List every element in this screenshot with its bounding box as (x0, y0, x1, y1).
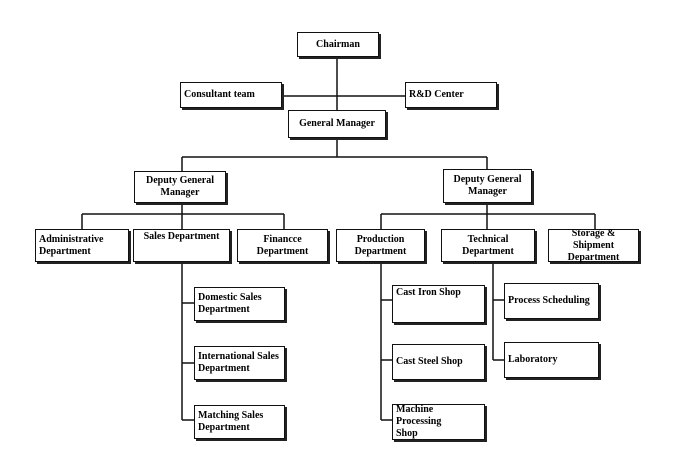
deputy-general-manager-left-label: Deputy General Manager (145, 175, 215, 198)
cast-iron-shop-box: Cast Iron Shop (392, 285, 485, 323)
deputy-general-manager-left-box: Deputy General Manager (134, 171, 226, 203)
sales-department-box: Sales Department (133, 229, 230, 262)
finance-department-label: Financce Department (256, 233, 309, 257)
consultant-team-box: Consultant team (180, 82, 282, 108)
process-scheduling-box: Process Scheduling (504, 283, 599, 319)
storage-shipment-department-label: Storage & Shipment Department (567, 227, 620, 263)
administrative-department-label: Administrative Department (39, 233, 104, 257)
deputy-general-manager-right-label: Deputy General Manager (453, 174, 522, 197)
matching-sales-department-box: Matching Sales Department (194, 405, 285, 439)
international-sales-department-label: International Sales Department (198, 351, 279, 374)
matching-sales-department-label: Matching Sales Department (198, 410, 264, 433)
administrative-department-box: Administrative Department (35, 229, 129, 262)
domestic-sales-department-label: Domestic Sales Department (198, 292, 262, 315)
laboratory-box: Laboratory (504, 342, 599, 378)
production-department-box: Production Department (336, 229, 425, 262)
general-manager-label: General Manager (299, 118, 375, 129)
consultant-team-label: Consultant team (184, 89, 255, 100)
general-manager-box: General Manager (288, 110, 386, 138)
cast-iron-shop-label: Cast Iron Shop (396, 287, 461, 298)
cast-steel-shop-box: Cast Steel Shop (392, 344, 485, 380)
chairman-label: Chairman (316, 38, 360, 50)
cast-steel-shop-label: Cast Steel Shop (396, 356, 463, 367)
finance-department-box: Financce Department (237, 229, 328, 262)
storage-shipment-department-box: Storage & Shipment Department (548, 227, 639, 263)
laboratory-label: Laboratory (508, 354, 558, 365)
deputy-general-manager-right-box: Deputy General Manager (443, 169, 532, 203)
technical-department-label: Technical Department (462, 233, 514, 257)
process-scheduling-label: Process Scheduling (508, 295, 590, 306)
rnd-center-label: R&D Center (409, 89, 464, 100)
machine-processing-shop-label: Machine Processing Shop (396, 404, 442, 439)
machine-processing-shop-box: Machine Processing Shop (392, 404, 485, 440)
domestic-sales-department-box: Domestic Sales Department (194, 287, 285, 321)
rnd-center-box: R&D Center (405, 82, 497, 108)
technical-department-box: Technical Department (441, 229, 535, 262)
chairman-box: Chairman (297, 32, 379, 57)
international-sales-department-box: International Sales Department (194, 346, 285, 380)
sales-department-label: Sales Department (143, 231, 220, 242)
production-department-label: Production Department (354, 233, 407, 257)
